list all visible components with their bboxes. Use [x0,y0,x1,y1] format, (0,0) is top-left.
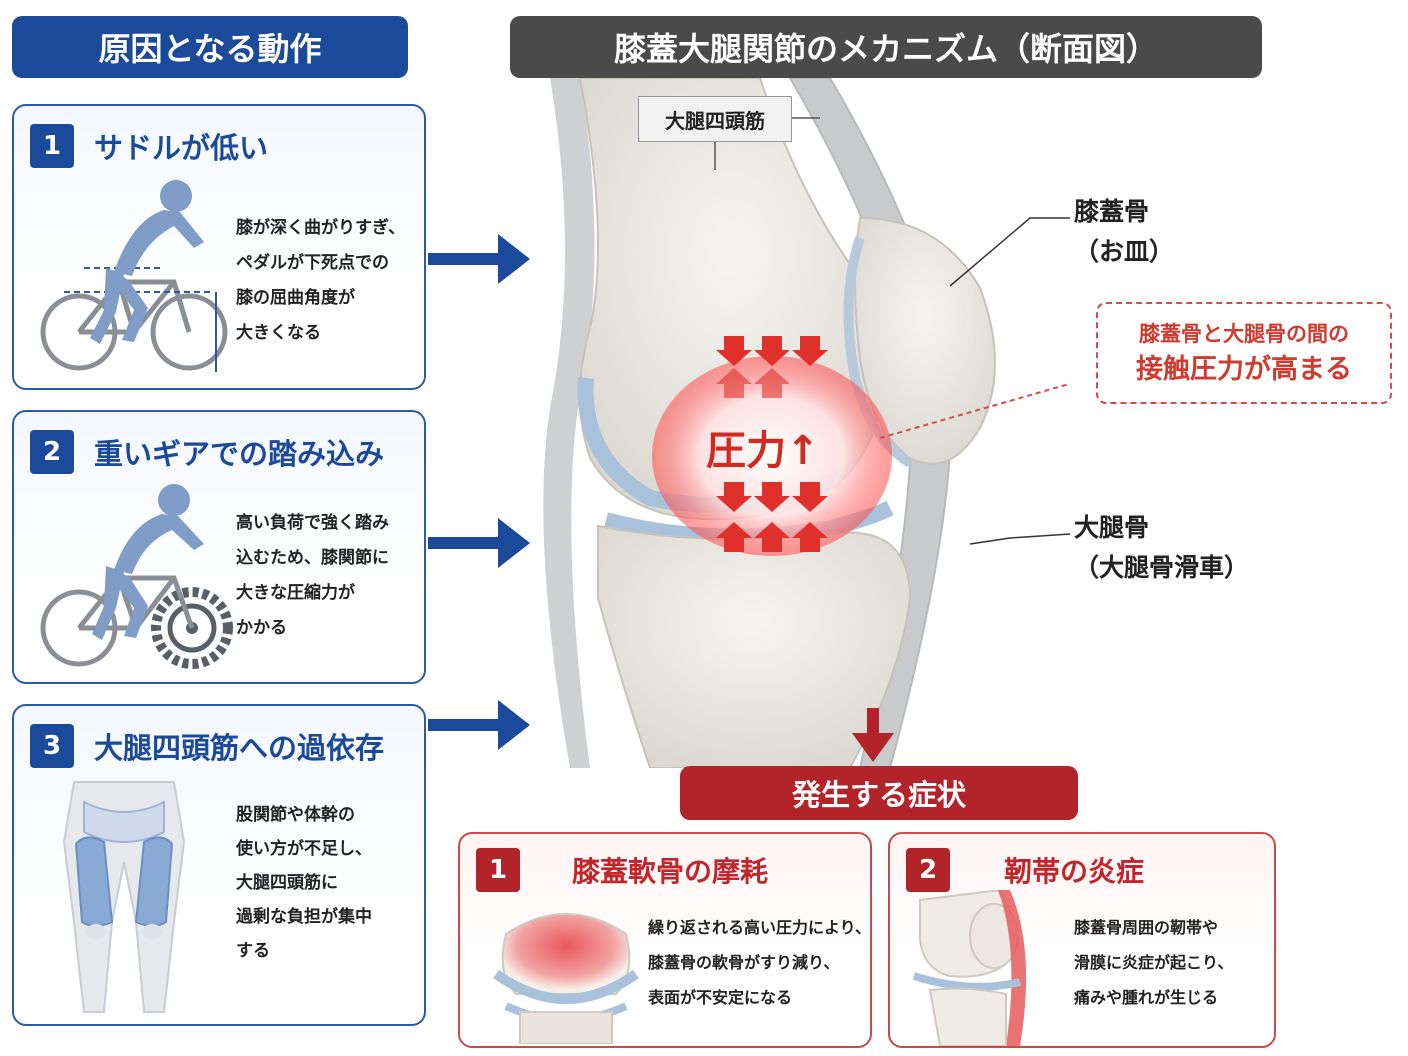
symptom-card-1: 1 膝蓋軟骨の摩耗 繰り返される高い圧力により、 膝蓋骨の軟骨がすり減り、 表面… [458,832,872,1048]
symptom-number: 2 [906,848,950,892]
cause-title: 大腿四頭筋への過依存 [94,731,385,765]
causes-header: 原因となる動作 [12,16,408,78]
cause-card-2: 2 重いギアでの踏み込み 高い負荷で強く踏み 込むため、膝関節に 大きな圧縮力が… [12,410,426,684]
cause-number: 3 [30,724,74,768]
cause-number: 1 [30,124,74,168]
pressure-label: 圧力↑ [706,428,820,474]
cause-description: 膝が深く曲がりすぎ、 ペダルが下死点での 膝の屈曲角度が 大きくなる [236,218,406,343]
cause-description: 股関節や体幹の 使い方が不足し、 大腿四頭筋に 過剰な負担が集中 する [236,805,372,961]
cause-number: 2 [30,430,74,474]
arrow-right-icon [428,700,530,750]
femur-label: 大腿骨 （大腿骨滑車） [1074,513,1250,582]
symptom-title: 靭帯の炎症 [1004,855,1145,888]
symptoms-header: 発生する症状 [680,766,1078,820]
arrow-right-icon [428,234,530,284]
arrow-right-icon [428,518,530,568]
cause-card-3: 3 大腿四頭筋への過依存 股関節や体幹の 使い方が不足し、 大腿四頭筋に 過剰な… [12,704,426,1026]
symptom-title: 膝蓋軟骨の摩耗 [572,855,769,888]
cause-title: サドルが低い [94,131,269,165]
pressure-callout: 膝蓋骨と大腿骨の間の 接触圧力が高まる [1096,302,1392,404]
mechanism-header: 膝蓋大腿関節のメカニズム（断面図） [510,16,1262,78]
symptom-number: 1 [476,848,520,892]
quadriceps-legs-icon [62,781,186,1013]
cyclist-heavy-gear-icon [40,484,233,669]
symptom-description: 繰り返される高い圧力により、 膝蓋骨の軟骨がすり減り、 表面が不安定になる [648,918,872,1007]
ligament-inflammation-icon [912,890,1027,1046]
cause-title: 重いギアでの踏み込み [94,437,385,471]
cyclist-low-saddle-icon [40,180,228,372]
symptom-description: 膝蓋骨周囲の靭帯や 滑膜に炎症が起こり、 痛みや腫れが生じる [1074,918,1234,1007]
cause-description: 高い負荷で強く踏み 込むため、膝関節に 大きな圧縮力が かかる [236,513,389,638]
knee-cross-section-illustration [543,78,1070,768]
cause-card-1: 1 サドルが低い 膝が深く曲がりすぎ、 ペダルが下死点での 膝の屈曲角度が 大き… [12,104,426,390]
worn-cartilage-icon [493,913,639,1044]
quadriceps-label: 大腿四頭筋 [638,96,792,142]
patella-label: 膝蓋骨 （お皿） [1074,197,1175,266]
symptom-card-2: 2 靭帯の炎症 膝蓋骨周囲の靭帯や 滑膜に炎症が起こり、 痛みや腫れが生じる [888,832,1276,1048]
